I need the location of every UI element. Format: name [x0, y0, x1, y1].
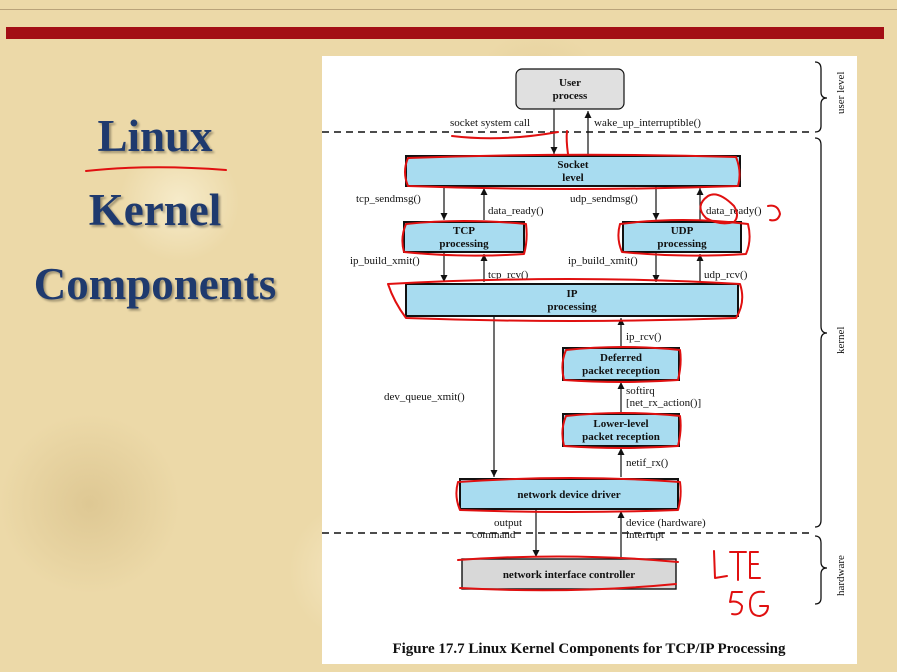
svg-text:packet reception: packet reception — [582, 365, 660, 377]
tcp-sendmsg-label: tcp_sendmsg() — [356, 193, 421, 205]
data-ready-tcp-label: data_ready() — [488, 205, 544, 217]
network-interface-controller-box: network interface controller — [461, 558, 677, 590]
user-process-box: User process — [515, 68, 625, 110]
lte-5g-annotation — [713, 550, 769, 617]
kernel-level-label: kernel — [835, 327, 847, 354]
udp-processing-box: UDP processing — [622, 221, 742, 253]
tcp-rcv-label: tcp_rcv() — [488, 269, 529, 281]
udp-rcv-label: udp_rcv() — [704, 269, 748, 281]
interrupt-label: interrupt — [626, 529, 664, 541]
lower-level-reception-box: Lower-level packet reception — [562, 413, 680, 447]
diagram-panel: User process Socket level TCP processing… — [322, 56, 857, 664]
dev-queue-xmit-label: dev_queue_xmit() — [384, 391, 465, 403]
svg-text:processing: processing — [657, 238, 707, 250]
svg-text:User: User — [559, 77, 581, 89]
tcpip-diagram: User process Socket level TCP processing… — [322, 61, 847, 657]
ip-build-xmit-tcp-label: ip_build_xmit() — [350, 255, 420, 267]
net-rx-action-label: [net_rx_action()] — [626, 397, 701, 409]
slide-title-line-3: Components — [33, 259, 277, 309]
wake-up-label: wake_up_interruptible() — [594, 117, 701, 129]
data-ready-udp-label: data_ready() — [706, 205, 762, 217]
svg-text:UDP: UDP — [671, 225, 694, 237]
svg-text:Deferred: Deferred — [600, 352, 642, 364]
svg-text:network interface controller: network interface controller — [503, 569, 635, 581]
socket-level-box: Socket level — [405, 155, 741, 187]
title-accent-bar — [6, 27, 884, 39]
deferred-reception-box: Deferred packet reception — [562, 347, 680, 381]
svg-text:processing: processing — [547, 301, 597, 313]
svg-text:network device driver: network device driver — [517, 489, 620, 501]
title-underline-ink — [85, 166, 227, 172]
user-level-label: user level — [835, 72, 847, 114]
svg-text:Socket: Socket — [557, 159, 589, 171]
ip-rcv-label: ip_rcv() — [626, 331, 662, 343]
tcp-processing-box: TCP processing — [403, 221, 525, 253]
flow-arrows — [440, 109, 704, 557]
output-label: output — [494, 517, 522, 529]
svg-text:IP: IP — [567, 288, 578, 300]
socket-call-label: socket system call — [450, 117, 530, 129]
command-label: command — [472, 529, 516, 541]
svg-text:TCP: TCP — [453, 225, 475, 237]
slide-title-line-2: Kernel — [88, 185, 222, 235]
slide-title-line-1: Linux — [97, 111, 213, 161]
svg-text:Lower-level: Lower-level — [593, 418, 648, 430]
svg-text:processing: processing — [439, 238, 489, 250]
ip-processing-box: IP processing — [405, 283, 739, 317]
udp-sendmsg-label: udp_sendmsg() — [570, 193, 638, 205]
top-rule — [0, 9, 897, 10]
netif-rx-label: netif_rx() — [626, 457, 668, 469]
device-hardware-label: device (hardware) — [626, 517, 706, 529]
svg-text:packet reception: packet reception — [582, 431, 660, 443]
level-braces — [814, 61, 828, 605]
ip-build-xmit-udp-label: ip_build_xmit() — [568, 255, 638, 267]
svg-text:process: process — [553, 90, 588, 102]
network-device-driver-box: network device driver — [459, 478, 679, 510]
handwritten-annotations — [387, 130, 781, 592]
svg-text:level: level — [562, 172, 583, 184]
figure-caption: Figure 17.7 Linux Kernel Components for … — [392, 641, 786, 657]
hardware-level-label: hardware — [835, 555, 847, 596]
softirq-label: softirq — [626, 385, 655, 397]
